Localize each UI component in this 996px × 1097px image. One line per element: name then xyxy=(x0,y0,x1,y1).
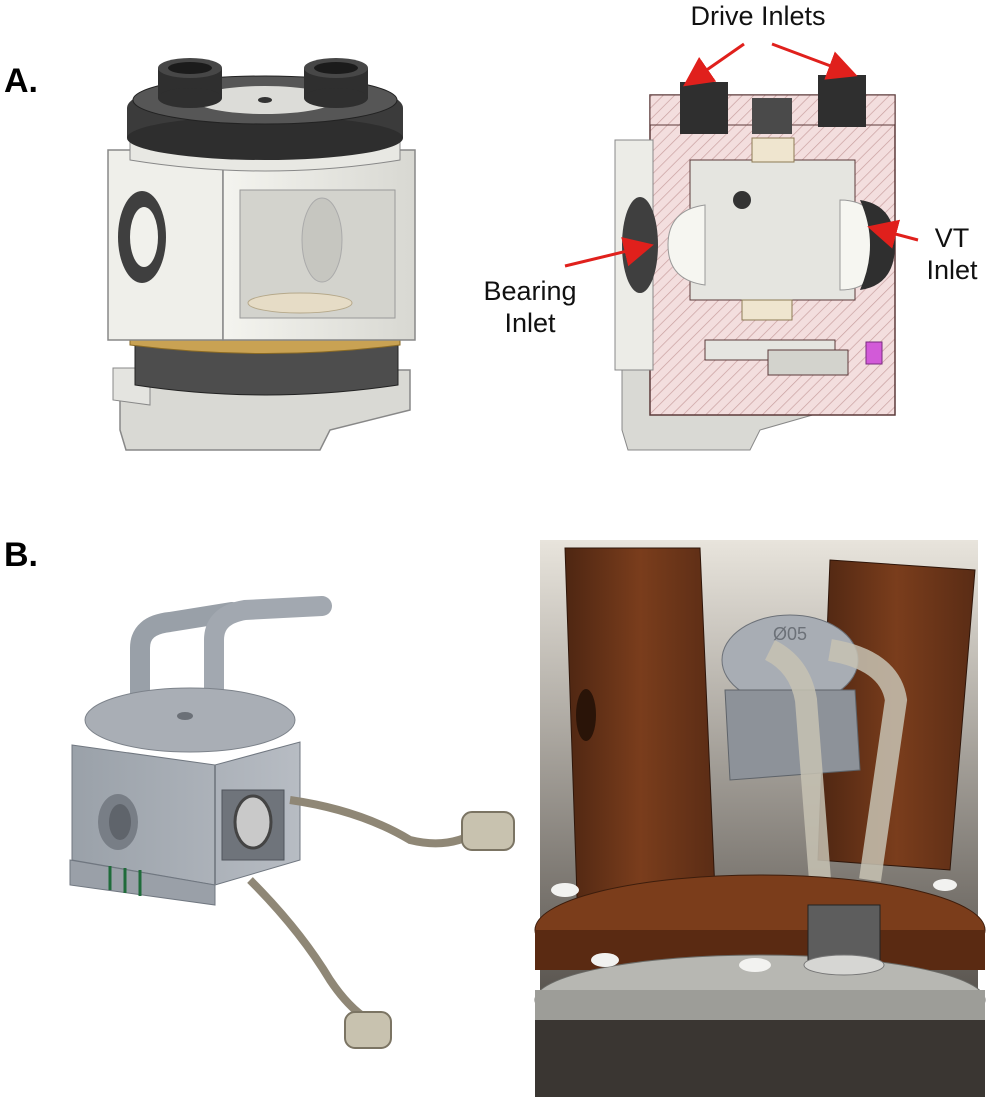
vt-inlet-label: VT Inlet xyxy=(912,222,992,286)
bearing-inlet-label-line2: Inlet xyxy=(504,308,556,338)
wire-clip-upper xyxy=(461,811,515,851)
cad-exterior-model xyxy=(107,58,416,451)
section-bearing-port xyxy=(622,197,658,293)
front-bearing-port-inner xyxy=(130,207,158,267)
base-plate-edge xyxy=(535,930,985,970)
section-drive-cavity-left xyxy=(680,82,728,134)
base-plate xyxy=(534,874,986,986)
mounted-stator-photo: Ø05 xyxy=(534,540,986,1097)
printed-top-hole xyxy=(177,712,193,720)
drive-inlet-left xyxy=(158,58,222,108)
panel-a-figure xyxy=(107,42,919,451)
printed-bearing-port xyxy=(98,794,138,850)
post-threaded-hole xyxy=(576,689,596,741)
arrow-vt-inlet xyxy=(867,219,919,249)
arrow-bearing-inlet xyxy=(564,237,654,268)
top-cap-center-hole xyxy=(258,97,272,103)
section-top-bearing xyxy=(751,137,795,163)
vt-inlet-label-line2: Inlet xyxy=(926,255,978,285)
window-floor-ring xyxy=(247,292,353,314)
top-cap-bottom-edge xyxy=(127,116,403,160)
printed-body xyxy=(71,741,301,886)
arrow-drive-inlet-left xyxy=(683,42,745,87)
section-bottom-bearing xyxy=(741,299,793,321)
section-vt-fitting xyxy=(865,341,883,365)
section-central-cavity xyxy=(689,159,856,301)
drive-tube-right xyxy=(204,596,332,705)
photo-background xyxy=(540,540,978,1095)
engraving-text: Ø05 xyxy=(773,624,807,644)
cad-section-model xyxy=(614,75,896,451)
coil-ring xyxy=(233,794,273,850)
section-bottom-chamber xyxy=(767,349,849,376)
window-inner-bore xyxy=(301,197,343,283)
printed-stator-photo xyxy=(69,596,515,1049)
bottom-fitting xyxy=(807,904,881,966)
arrow-drive-inlet-right xyxy=(771,42,858,80)
printed-top-cap xyxy=(84,687,296,753)
braided-wire-lower xyxy=(247,877,375,1026)
section-left-bore xyxy=(667,204,706,286)
printed-window xyxy=(221,789,285,861)
panel-label-b: B. xyxy=(4,536,38,574)
printed-base xyxy=(69,859,216,906)
section-cavity-hole xyxy=(733,191,751,209)
bearing-inlet-label: Bearing Inlet xyxy=(470,275,590,339)
metal-ring xyxy=(534,954,986,1046)
section-drive-cavity-center xyxy=(752,98,792,134)
vt-inlet-label-line1: VT xyxy=(934,223,970,253)
mounted-tube-right xyxy=(827,639,908,882)
mounted-stator-body xyxy=(724,689,861,781)
brown-post-right xyxy=(817,559,976,871)
mounted-stator-cap xyxy=(721,614,859,706)
brown-post-left xyxy=(564,547,717,926)
section-drive-cavity-right xyxy=(818,75,866,127)
wire-clip-lower xyxy=(344,1011,392,1049)
bottom-dark-ring xyxy=(134,339,399,396)
drive-tube-left xyxy=(130,602,242,710)
panel-label-a: A. xyxy=(4,62,38,100)
bearing-inlet-label-line1: Bearing xyxy=(483,276,577,306)
braided-wire-upper xyxy=(289,796,483,848)
mounted-tube-left xyxy=(764,640,831,881)
drive-inlets-label: Drive Inlets xyxy=(690,1,826,31)
drive-inlet-right xyxy=(304,58,368,108)
